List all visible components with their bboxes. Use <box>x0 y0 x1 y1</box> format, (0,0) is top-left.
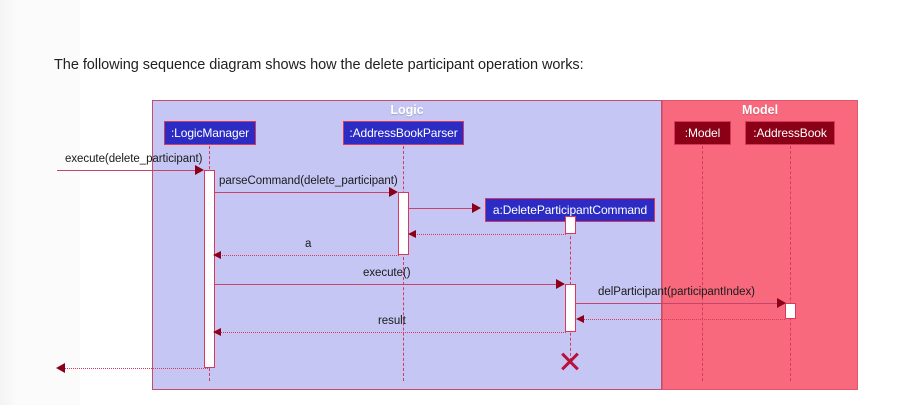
destroy-marker-command <box>559 350 581 372</box>
message-label-m5: a <box>305 238 312 250</box>
message-line-m1 <box>57 170 200 171</box>
activation-parser <box>398 192 409 255</box>
message-label-m6: execute() <box>363 267 411 279</box>
message-arrow-m6 <box>556 279 565 289</box>
participant-addressbookparser-label: :AddressBookParser <box>349 126 458 140</box>
activation-command-execute <box>565 284 576 332</box>
lifeline-model <box>702 146 703 381</box>
participant-addressbook[interactable]: :AddressBook <box>745 121 835 145</box>
message-arrow-m5 <box>213 251 221 259</box>
message-line-m7 <box>576 303 782 304</box>
participant-addressbookparser[interactable]: :AddressBookParser <box>343 121 464 145</box>
participant-deleteparticipantcommand-label: a:DeleteParticipantCommand <box>492 203 648 217</box>
message-label-m2: parseCommand(delete_participant) <box>219 175 398 187</box>
message-arrow-m1 <box>195 165 204 175</box>
activation-addressbook <box>785 303 796 319</box>
page-left-gutter <box>0 0 18 405</box>
message-line-m2 <box>215 192 394 193</box>
activation-logicmanager <box>204 170 215 368</box>
message-arrow-m3 <box>472 203 481 213</box>
participant-logicmanager-label: :LogicManager <box>170 126 250 140</box>
message-line-m5 <box>220 255 399 256</box>
message-arrow-m4 <box>408 230 416 238</box>
activation-command-create <box>565 216 576 234</box>
intro-paragraph: The following sequence diagram shows how… <box>54 57 584 73</box>
participant-addressbook-label: :AddressBook <box>753 126 827 140</box>
message-label-m9: result <box>378 315 406 327</box>
message-arrow-m2 <box>389 187 398 197</box>
message-line-m4 <box>414 234 566 235</box>
lifeline-parser <box>403 146 404 381</box>
model-group-label: Model <box>741 103 779 117</box>
message-line-m3 <box>409 208 476 209</box>
message-label-m7: delParticipant(participantIndex) <box>598 286 755 298</box>
participant-model-label: :Model <box>684 126 721 140</box>
message-line-m8 <box>583 319 785 320</box>
model-group-box: Model <box>662 100 858 390</box>
message-arrow-m10 <box>56 363 65 373</box>
message-line-m6 <box>215 284 562 285</box>
message-arrow-m8 <box>576 315 584 323</box>
lifeline-addressbook <box>790 146 791 381</box>
page-left-gutter-inner <box>18 0 80 405</box>
logic-group-label: Logic <box>390 103 424 117</box>
message-line-m10 <box>64 368 210 369</box>
participant-logicmanager[interactable]: :LogicManager <box>164 121 256 145</box>
message-line-m9 <box>220 332 566 333</box>
message-label-m1: execute(delete_participant) <box>65 153 203 165</box>
message-arrow-m7 <box>777 298 786 308</box>
message-arrow-m9 <box>213 328 221 336</box>
sequence-diagram: Logic Model :LogicManager :AddressBookPa… <box>0 90 911 390</box>
participant-model[interactable]: :Model <box>674 121 731 145</box>
